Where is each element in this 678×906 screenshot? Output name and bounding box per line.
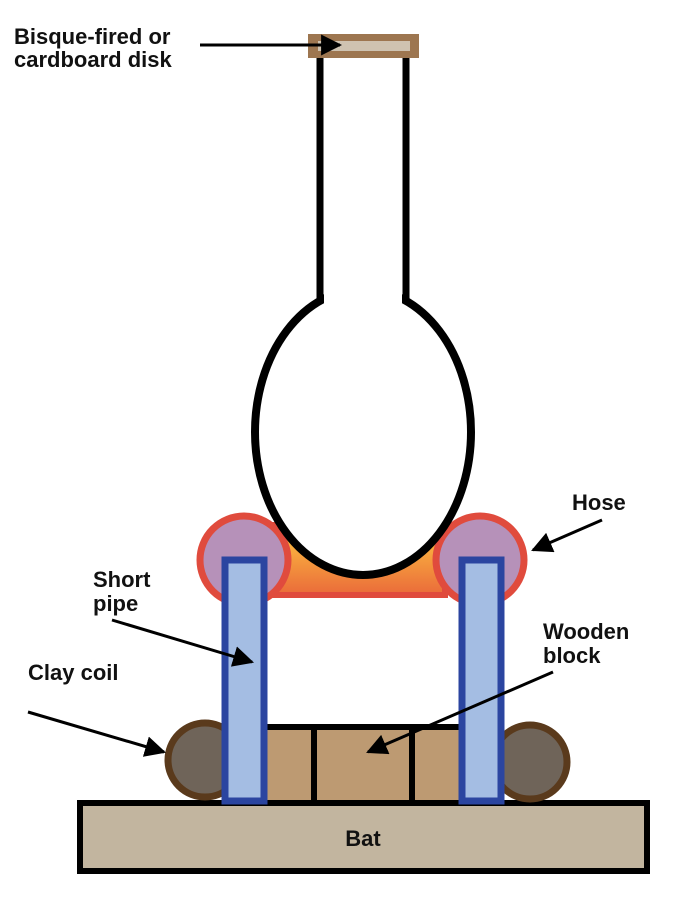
bottle-body — [251, 285, 475, 579]
hose-arrow — [531, 518, 603, 553]
bat — [77, 800, 650, 874]
wooden-block-label-line2: block — [543, 643, 601, 668]
clay-coil-label: Clay coil — [28, 660, 118, 685]
disk-label-line1: Bisque-fired or — [14, 24, 171, 49]
short-pipe-label-line2: pipe — [93, 591, 138, 616]
wooden-block — [260, 724, 466, 806]
disk-label-line2: cardboard disk — [14, 47, 172, 72]
short-pipe-left — [221, 556, 268, 805]
hose-label: Hose — [572, 490, 626, 515]
wooden-block-arrow — [366, 670, 554, 755]
short-pipe-label-line1: Short — [93, 567, 151, 592]
bat-label: Bat — [345, 826, 381, 851]
short-pipe-right — [458, 556, 505, 805]
clay-coil-arrow — [27, 710, 167, 757]
bottle-neck-fill — [320, 58, 406, 308]
wooden-block-label-line1: Wooden — [543, 619, 629, 644]
short-pipe-arrow — [111, 618, 255, 667]
